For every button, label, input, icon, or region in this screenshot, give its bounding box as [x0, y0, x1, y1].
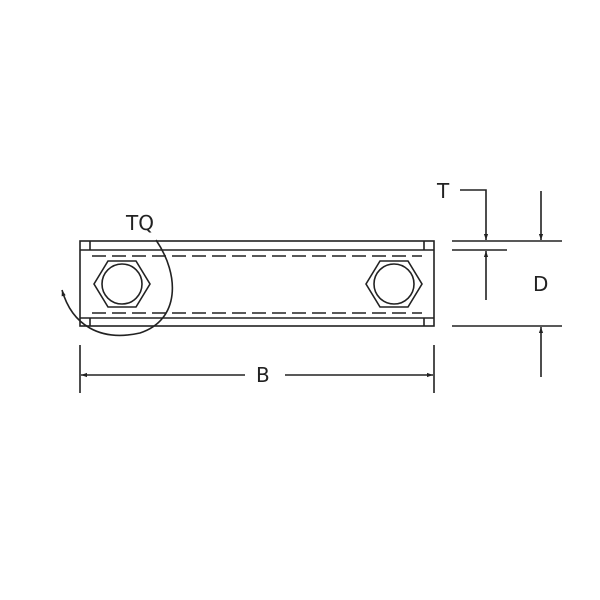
torque-arrow: [61, 239, 174, 337]
label-torque: TQ: [125, 211, 154, 235]
hex-bolt-right: [365, 260, 423, 308]
label-length: B: [256, 363, 270, 387]
label-thickness: T: [436, 179, 450, 203]
hex-bolt-left: [93, 260, 151, 308]
clamp-body: [79, 240, 435, 327]
t-dim-arrow-top: [460, 189, 489, 240]
label-depth: D: [533, 272, 548, 296]
